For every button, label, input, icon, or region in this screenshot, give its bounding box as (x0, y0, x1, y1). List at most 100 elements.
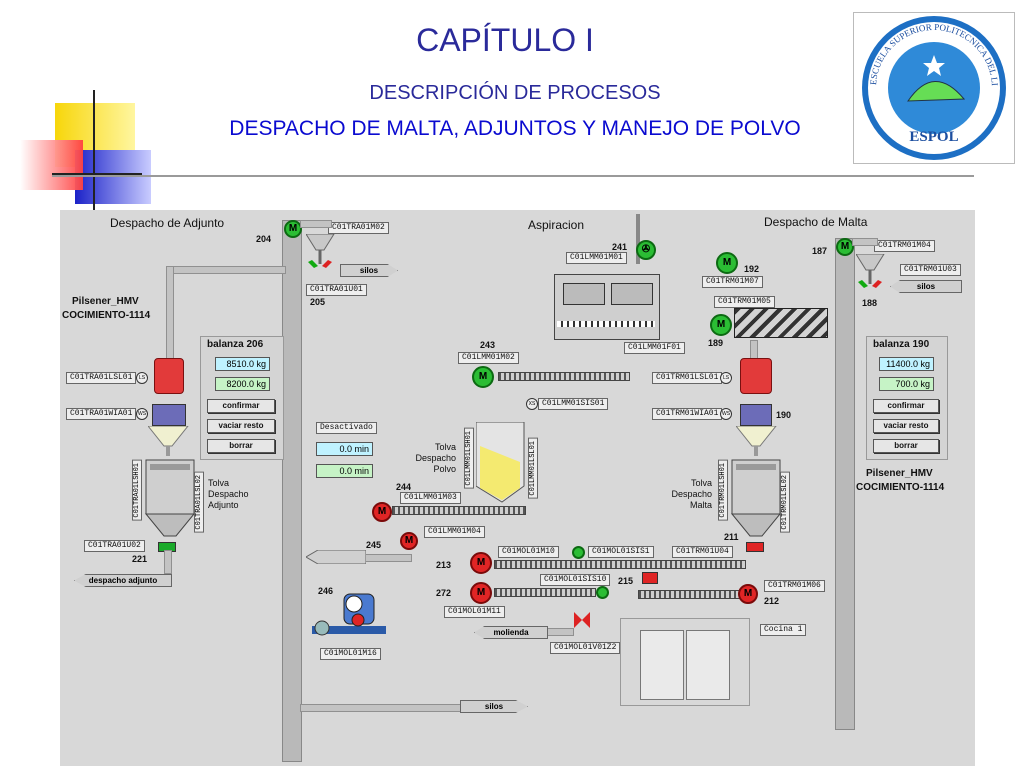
silo-red-right (740, 358, 772, 394)
tag-lmm01m03[interactable]: C01LMM01M03 (400, 492, 461, 504)
num-221: 221 (132, 554, 148, 564)
molienda-arrow: molienda (474, 626, 548, 639)
desactivado-status: Desactivado (316, 422, 377, 434)
screw-conveyor-212 (638, 590, 744, 599)
tag-trm01m06[interactable]: C01TRM01M06 (764, 580, 825, 592)
tag-tra01m02[interactable]: C01TRA01M02 (328, 222, 389, 234)
scale-body-left (152, 404, 186, 426)
tag-trm01u03[interactable]: C01TRM01U03 (900, 264, 961, 276)
elevator-right (835, 238, 855, 730)
tag-lmm01m02[interactable]: C01LMM01M02 (458, 352, 519, 364)
confirm-button-left[interactable]: confirmar (207, 399, 275, 413)
valve-211-icon[interactable] (746, 542, 764, 552)
num-215: 215 (618, 576, 634, 586)
balance-title-left: balanza 206 (207, 339, 264, 350)
valve-mol01v01-icon[interactable] (572, 610, 592, 630)
tag-trm01m04[interactable]: C01TRM01M04 (874, 240, 935, 252)
fan-241-icon[interactable]: ✇ (636, 240, 656, 260)
decor-hline (52, 173, 142, 175)
vaciar-resto-button-left[interactable]: vaciar resto (207, 419, 275, 433)
page-heading: DESPACHO DE MALTA, ADJUNTOS Y MANEJO DE … (229, 117, 801, 140)
tag-tra01lsl02[interactable]: C01TRA01LSL02 (194, 472, 204, 533)
balance-value1-left[interactable]: 8510.0 kg (215, 357, 270, 371)
filter-unit (554, 274, 660, 340)
dust-out-arrow (306, 550, 366, 564)
scale-body-right (740, 404, 772, 426)
motor-187-icon[interactable]: M (836, 238, 854, 256)
page-subtitle: DESCRIPCIÓN DE PROCESOS (369, 82, 661, 104)
motor-204-icon[interactable]: M (284, 220, 302, 238)
borrar-button-left[interactable]: borrar (207, 439, 275, 453)
tag-trm01lsh01[interactable]: C01TRM01LSH01 (718, 460, 728, 521)
motor-213-icon[interactable]: M (470, 552, 492, 574)
tag-mol01m16[interactable]: C01MOL01M16 (320, 648, 381, 660)
motor-245-icon[interactable]: M (400, 532, 418, 550)
tag-trm01m07[interactable]: C01TRM01M07 (702, 276, 763, 288)
tag-lmm01lsl01[interactable]: C01LMM01LSL01 (528, 438, 538, 499)
molienda-label: molienda (493, 628, 529, 637)
num-241: 241 (612, 242, 628, 252)
decor-vline (93, 90, 95, 210)
tag-mol01m10[interactable]: C01MOL01M10 (498, 546, 559, 558)
tag-mol01sis10[interactable]: C01MOL01SIS10 (540, 574, 611, 586)
motor-212-icon[interactable]: M (738, 584, 758, 604)
num-246: 246 (318, 586, 334, 596)
tag-lmm01sis01[interactable]: C01LMM01SIS01 (538, 398, 609, 410)
tag-lmm01m04[interactable]: C01LMM01M04 (424, 526, 485, 538)
tag-mol01m11[interactable]: C01MOL01M11 (444, 606, 505, 618)
funnel-left-icon (148, 426, 189, 456)
tag-tra01wia01[interactable]: C01TRA01WIA01 (66, 408, 137, 420)
pipe-bottom-silos (300, 704, 462, 712)
ls-indicator-right-icon: LS (720, 372, 732, 384)
tag-lmm01lsh01[interactable]: C01LMM01LSH01 (464, 428, 474, 489)
borrar-button-right[interactable]: borrar (873, 439, 939, 453)
motor-189-icon[interactable]: M (710, 314, 732, 336)
num-205: 205 (310, 297, 326, 307)
tag-lmm01f01[interactable]: C01LMM01F01 (624, 342, 685, 354)
tag-trm01lsl01[interactable]: C01TRM01LSL01 (652, 372, 723, 384)
motor-192-icon[interactable]: M (716, 252, 738, 274)
tag-tra01lsl01[interactable]: C01TRA01LSL01 (66, 372, 137, 384)
timer-2[interactable]: 0.0 min (316, 464, 373, 478)
tag-trm01m05[interactable]: C01TRM01M05 (714, 296, 775, 308)
tag-mol01sis1[interactable]: C01MOL01SIS1 (588, 546, 654, 558)
tag-lmm01m01[interactable]: C01LMM01M01 (566, 252, 627, 264)
espol-logo: ESCUELA SUPERIOR POLITECNICA DEL LITORAL… (851, 5, 1015, 164)
valve-215-icon[interactable] (642, 572, 658, 584)
tag-trm01lsl02[interactable]: C01TRM01LSL02 (780, 472, 790, 533)
motor-272-icon[interactable]: M (470, 582, 492, 604)
num-213: 213 (436, 560, 452, 570)
num-212: 212 (764, 596, 780, 606)
balance-value2-left[interactable]: 8200.0 kg (215, 377, 270, 391)
mill-246-icon[interactable] (310, 590, 390, 640)
elevator-left (282, 220, 302, 762)
scada-panel: Despacho de Adjunto Aspiracion Despacho … (60, 210, 975, 766)
pipe-left-exit (164, 550, 172, 574)
timer-1[interactable]: 0.0 min (316, 442, 373, 456)
balance-value1-right[interactable]: 11400.0 kg (879, 357, 934, 371)
tag-trm01wia01[interactable]: C01TRM01WIA01 (652, 408, 723, 420)
hopper-top-left-icon (306, 234, 335, 268)
silos-label: silos (359, 266, 379, 275)
motor-243-icon[interactable]: M (472, 366, 494, 388)
pipe-left-down (166, 266, 174, 360)
hopper-top-right-icon (856, 254, 885, 288)
tag-mol01v01z2[interactable]: C01MOL01V01Z2 (550, 642, 621, 654)
tolva-adjunto-icon (144, 459, 196, 537)
balance-panel-right: balanza 190 11400.0 kg 700.0 kg confirma… (866, 336, 948, 460)
num-211: 211 (724, 532, 739, 542)
num-187: 187 (812, 246, 828, 256)
confirm-button-right[interactable]: confirmar (873, 399, 939, 413)
balance-value2-right[interactable]: 700.0 kg (879, 377, 934, 391)
screw-conveyor-272 (494, 588, 596, 597)
funnel-right-icon (736, 426, 777, 456)
vaciar-resto-button-right[interactable]: vaciar resto (873, 419, 939, 433)
num-192: 192 (744, 264, 760, 274)
tag-tra01u01[interactable]: C01TRA01U01 (306, 284, 367, 296)
tag-tra01lsh01[interactable]: C01TRA01LSH01 (132, 460, 142, 521)
tag-tra01u02[interactable]: C01TRA01U02 (84, 540, 145, 552)
pipe-molienda (546, 628, 574, 636)
motor-244-icon[interactable]: M (372, 502, 392, 522)
tag-trm01u04[interactable]: C01TRM01U04 (672, 546, 733, 558)
malt-conveyor (734, 308, 828, 338)
